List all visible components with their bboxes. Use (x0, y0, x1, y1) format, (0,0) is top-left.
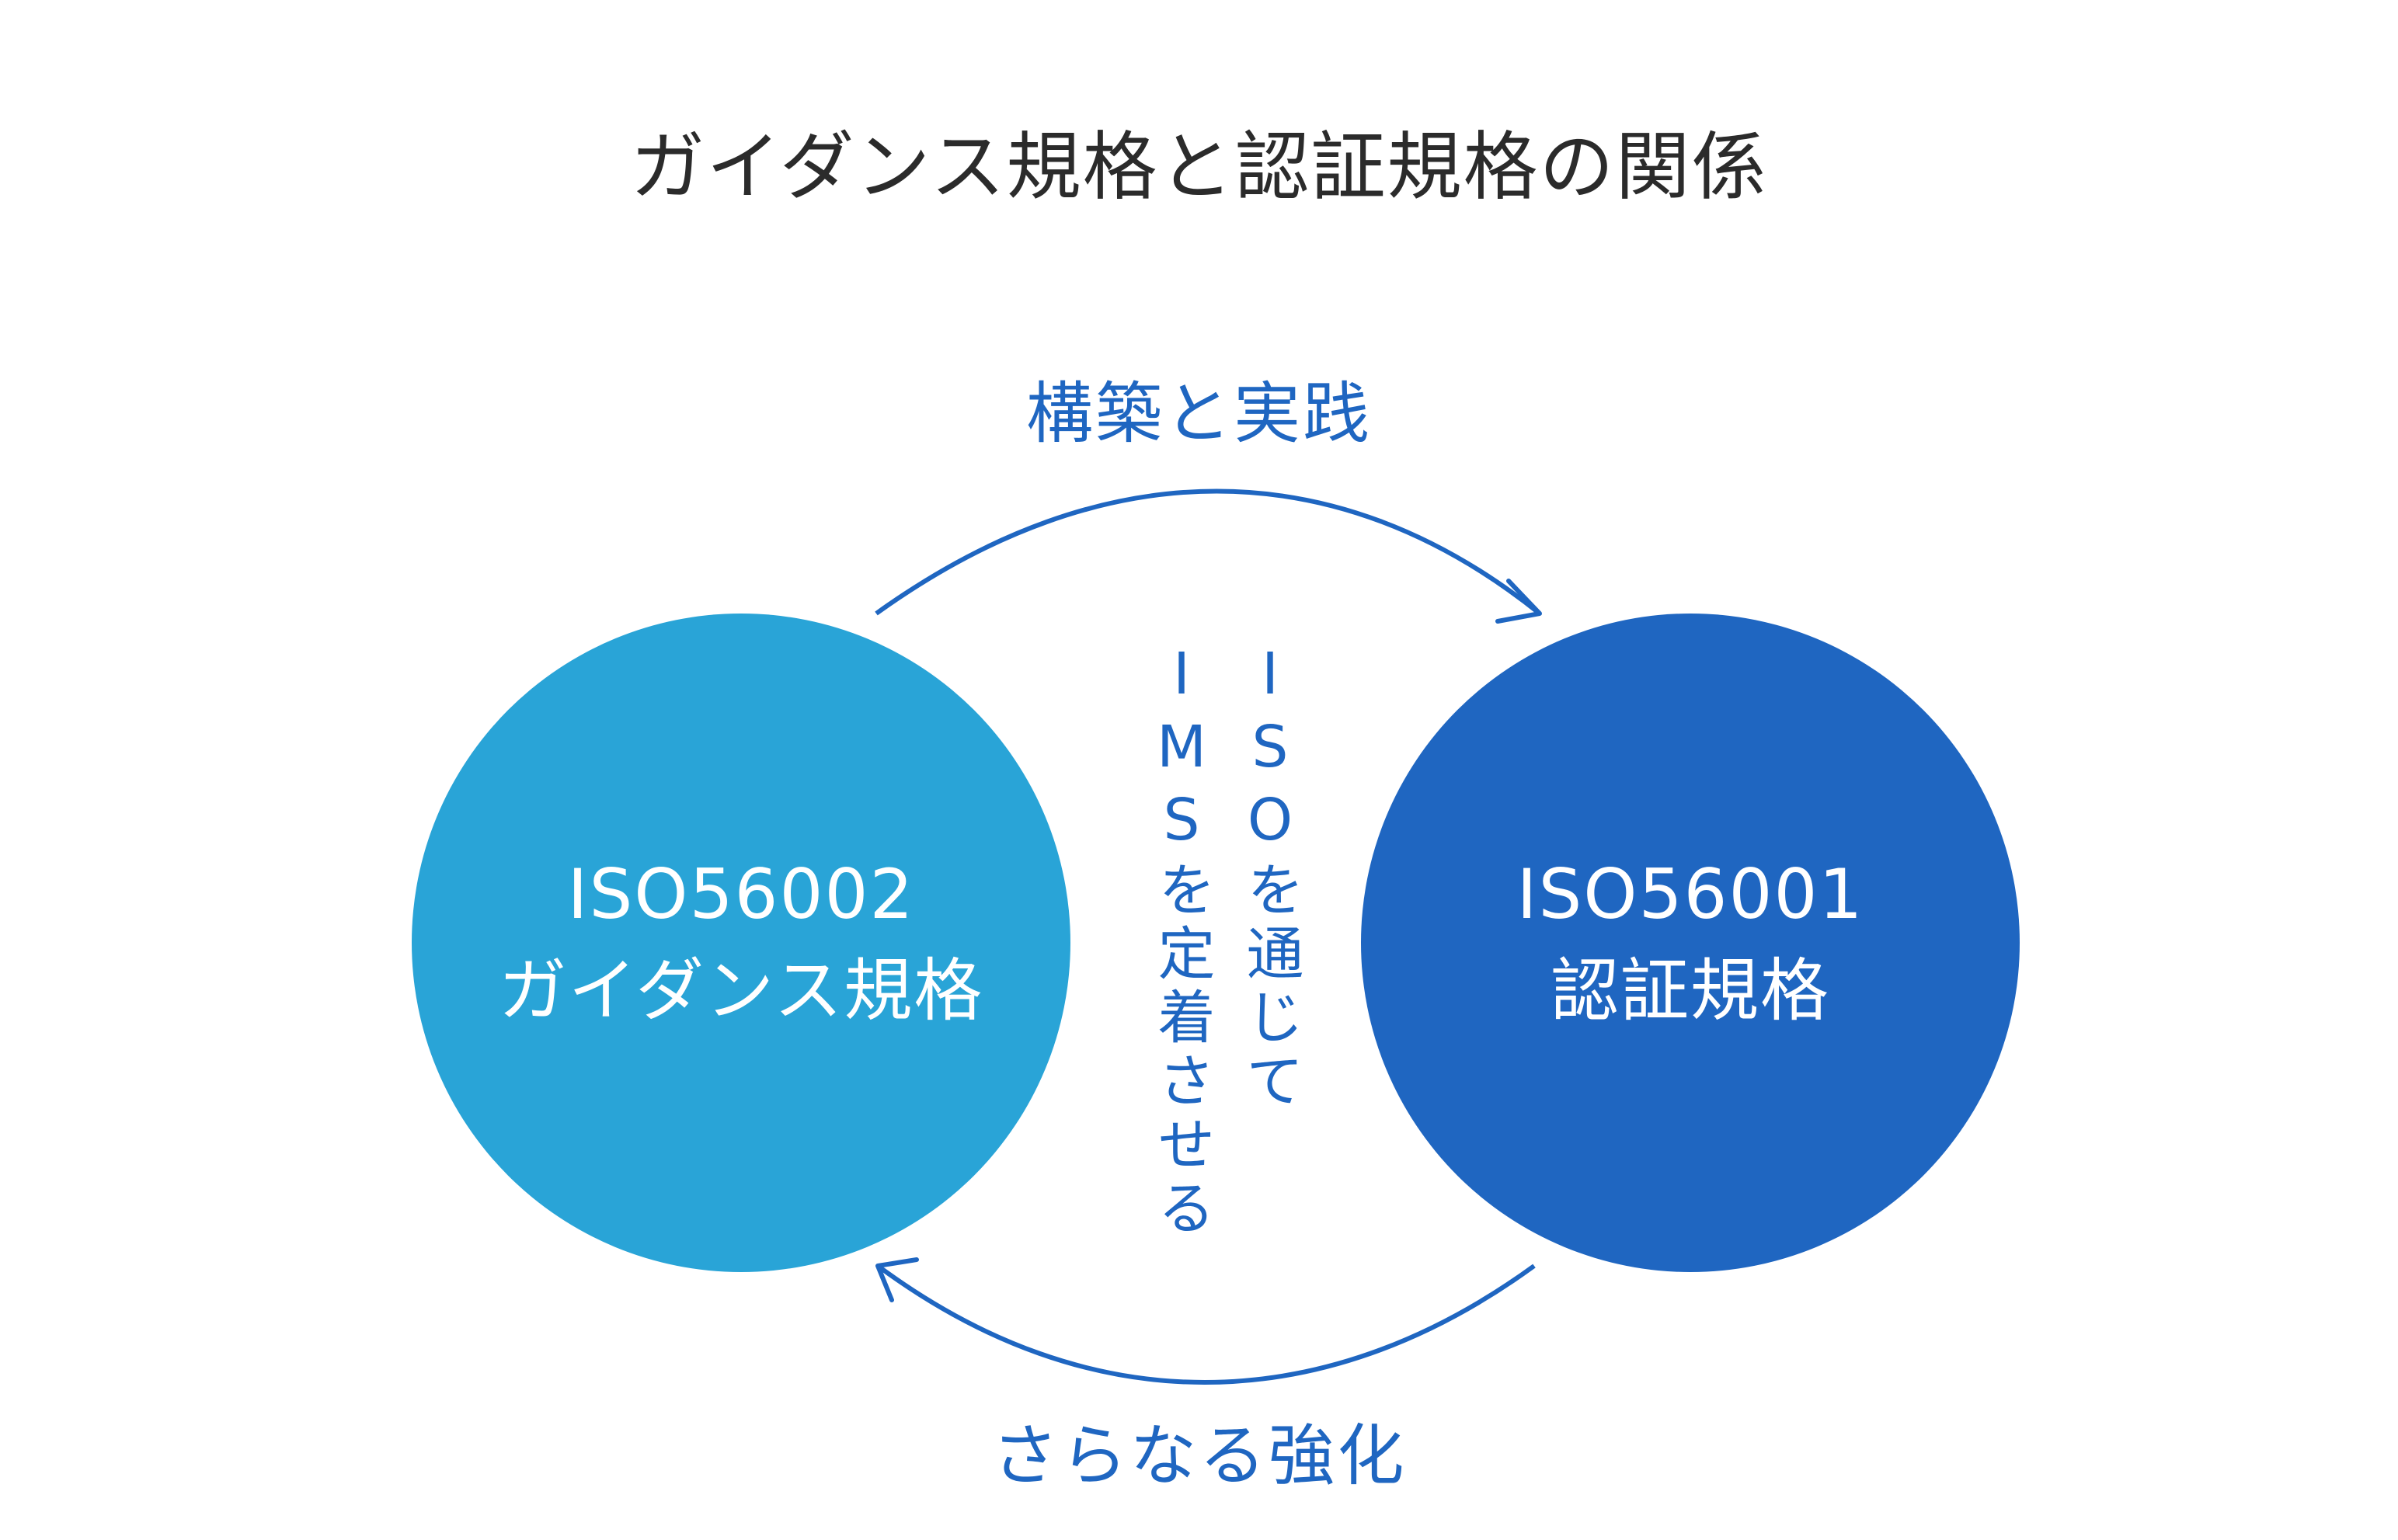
bottom-arrowhead (875, 1257, 919, 1302)
guidance-standard-code: ISO56002 (567, 854, 915, 934)
guidance-standard-circle: ISO56002 ガイダンス規格 (412, 614, 1070, 1272)
center-vertical-text-2: IMSを定着させる (1148, 641, 1215, 1242)
diagram-title: ガイダンス規格と認証規格の関係 (630, 123, 1768, 210)
top-arrow (875, 488, 1541, 616)
top-arrowhead (1495, 579, 1542, 624)
bottom-arrow (876, 1264, 1536, 1385)
guidance-standard-label: ガイダンス規格 (498, 951, 984, 1031)
center-vertical-text-1: ISOを通じて (1237, 641, 1303, 1114)
certification-standard-code: ISO56001 (1516, 854, 1864, 934)
bottom-arrow-label: さらなる強化 (991, 1417, 1407, 1495)
top-arrow-label: 構築と実践 (1026, 375, 1372, 453)
certification-standard-circle: ISO56001 認証規格 (1361, 614, 2020, 1272)
certification-standard-label: 認証規格 (1550, 951, 1830, 1031)
